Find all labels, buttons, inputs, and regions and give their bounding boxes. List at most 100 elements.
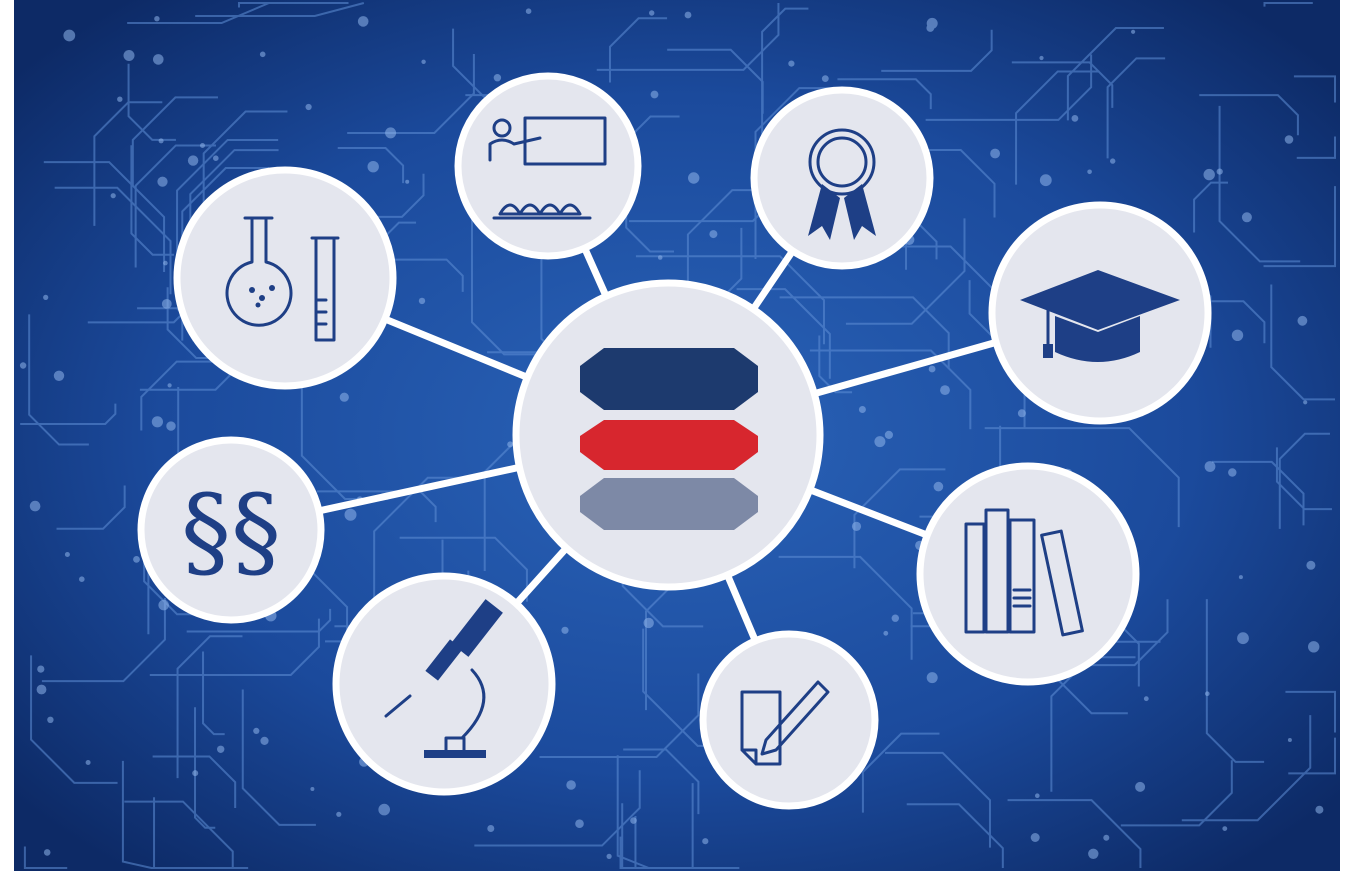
- section-sign-icon: §§: [181, 473, 281, 590]
- circuit-pad: [43, 849, 51, 856]
- circuit-pad: [123, 50, 135, 61]
- graduation-cap-icon: [1020, 270, 1180, 362]
- circuit-pad: [187, 155, 199, 166]
- circuit-trace: [906, 148, 996, 218]
- circuit-trace: [845, 218, 966, 325]
- circuit-pad: [53, 370, 65, 381]
- circuit-pad: [1222, 826, 1228, 831]
- circuit-trace: [853, 468, 946, 569]
- circuit-trace: [176, 138, 279, 273]
- hub-node: [512, 279, 824, 591]
- circuit-pad: [926, 672, 938, 684]
- circuit-pad: [217, 745, 225, 753]
- circuit-pad: [133, 556, 140, 563]
- circuit-pad: [385, 127, 397, 139]
- circuit-trace: [127, 2, 270, 25]
- circuit-trace: [23, 846, 68, 869]
- circuit-trace: [134, 144, 216, 268]
- circuit-trace: [194, 707, 216, 829]
- presentation-lecture-icon: [488, 116, 607, 220]
- circuit-pad: [47, 716, 54, 723]
- circuit-trace: [176, 635, 243, 779]
- circuit-pad: [418, 297, 426, 305]
- circuit-board-background: [14, 0, 1340, 871]
- circuit-pad: [851, 521, 862, 532]
- circuit-pad: [884, 430, 894, 439]
- circuit-trace: [1205, 599, 1265, 763]
- circuit-trace: [202, 651, 225, 736]
- circuit-trace: [237, 2, 349, 8]
- circuit-pad: [1088, 848, 1099, 859]
- circuit-pad: [1071, 115, 1079, 122]
- circuit-pad: [657, 255, 663, 260]
- circuit-trace: [43, 161, 166, 272]
- circuit-pad: [161, 299, 172, 309]
- circuit-pad: [1306, 560, 1316, 570]
- circuit-pad: [575, 819, 584, 828]
- circuit-pad: [357, 16, 369, 27]
- circuit-pad: [933, 481, 944, 492]
- circuit-pad: [1241, 212, 1252, 223]
- circuit-trace: [127, 63, 176, 141]
- chemistry-node: [173, 166, 397, 390]
- circuit-trace: [1066, 27, 1164, 121]
- circuit-trace: [1263, 2, 1313, 7]
- circuit-trace: [736, 288, 831, 379]
- circuit-pad: [43, 294, 49, 300]
- circuit-trace: [316, 490, 437, 523]
- circuit-trace: [818, 335, 853, 394]
- circuit-pad: [1297, 315, 1308, 326]
- circuit-pad: [158, 599, 169, 611]
- circuit-pad: [310, 787, 315, 791]
- books-node: [916, 462, 1140, 686]
- circuit-pad: [344, 508, 357, 521]
- circuit-pad: [643, 617, 654, 629]
- circuit-pad: [79, 576, 85, 582]
- graduation-node: [988, 201, 1212, 425]
- circuit-pad: [891, 614, 899, 622]
- circuit-pad: [259, 51, 266, 58]
- circuit-trace: [41, 598, 166, 683]
- circuit-pad: [36, 684, 47, 695]
- circuit-trace: [691, 783, 714, 869]
- circuit-trace: [153, 797, 249, 869]
- circuit-pad: [990, 148, 1000, 159]
- circuit-pad: [110, 193, 116, 199]
- circuit-pad: [37, 665, 45, 673]
- circuit-trace: [149, 618, 320, 676]
- circuit-trace: [621, 803, 649, 869]
- circuit-pad: [630, 817, 637, 824]
- circuit-trace: [925, 54, 1093, 121]
- circuit-pad: [253, 727, 260, 735]
- circuit-pad: [378, 803, 391, 816]
- circuit-pad: [1035, 793, 1040, 798]
- circuit-trace: [779, 296, 950, 369]
- document-pen-icon: [740, 680, 830, 766]
- circuit-pad: [688, 172, 700, 184]
- circuit-trace: [1293, 75, 1336, 103]
- circuit-pad: [1039, 55, 1044, 61]
- circuit-pad: [1143, 696, 1149, 702]
- circuit-trace: [881, 29, 993, 72]
- circuit-pad: [1030, 833, 1040, 842]
- circuit-trace: [93, 101, 163, 226]
- circuit-trace: [1275, 447, 1332, 511]
- circuit-trace: [30, 655, 118, 784]
- circuit-pad: [1131, 29, 1136, 34]
- circuit-trace: [623, 748, 700, 815]
- circuit-pad: [166, 421, 176, 431]
- circuit-trace: [608, 17, 668, 83]
- circuit-trace: [861, 732, 940, 813]
- circuit-pad: [1204, 461, 1216, 472]
- presentation-node: [454, 72, 642, 260]
- circuit-pad: [117, 96, 123, 102]
- circuit-trace: [539, 673, 700, 758]
- document-node: [699, 630, 879, 810]
- circuit-pad: [1087, 169, 1092, 175]
- circuit-pad: [1039, 174, 1052, 187]
- circuit-pad: [167, 383, 172, 388]
- award-node: [750, 86, 934, 270]
- circuit-pad: [1203, 168, 1215, 181]
- circuit-pad: [151, 416, 163, 428]
